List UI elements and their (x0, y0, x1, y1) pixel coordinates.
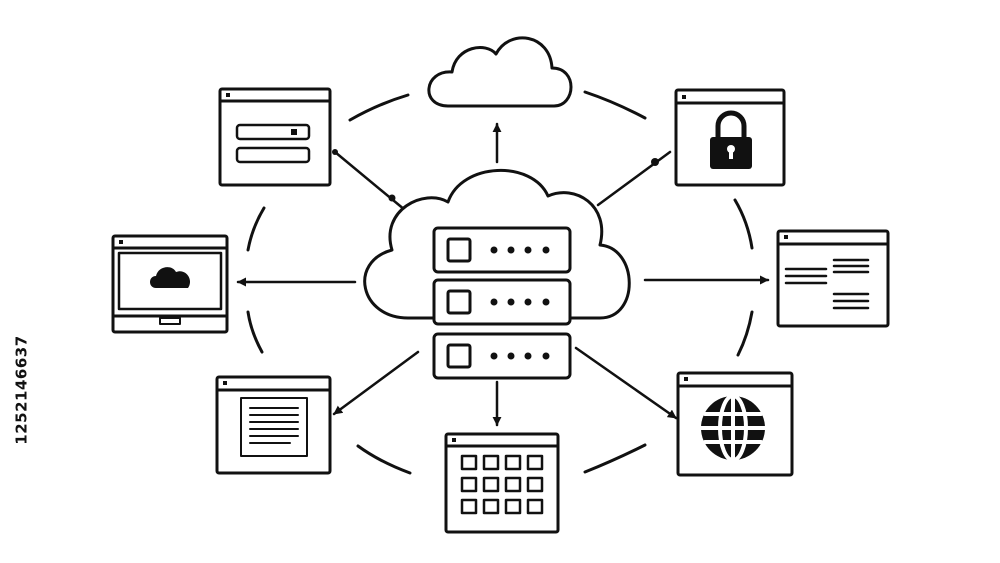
lock-window (674, 88, 786, 187)
line-to-login (333, 150, 407, 212)
cloud-server-hub (363, 168, 631, 380)
arrow-to-document (332, 350, 420, 416)
line-to-lock (596, 150, 672, 207)
login-window (218, 87, 332, 187)
server-stack (432, 226, 572, 380)
orbit-arcs (246, 90, 754, 475)
cloud-monitor-icon (150, 267, 191, 288)
document-icon (240, 397, 308, 457)
connectors (236, 122, 770, 427)
globe-icon (699, 394, 767, 462)
cloud-icon (427, 36, 573, 108)
text-window (776, 229, 890, 328)
stock-id-text: 1252146637 (13, 335, 31, 445)
app-grid-icon (460, 454, 544, 515)
globe-window (676, 371, 794, 477)
arrow-to-globe (574, 346, 678, 420)
document-window (215, 375, 332, 475)
grid-window (444, 432, 560, 534)
stock-id-label: 1252146637 (8, 320, 36, 460)
monitor-window (111, 234, 229, 334)
padlock-icon (710, 110, 752, 169)
text-layout-icon (784, 258, 870, 310)
login-form-icon (235, 123, 311, 164)
